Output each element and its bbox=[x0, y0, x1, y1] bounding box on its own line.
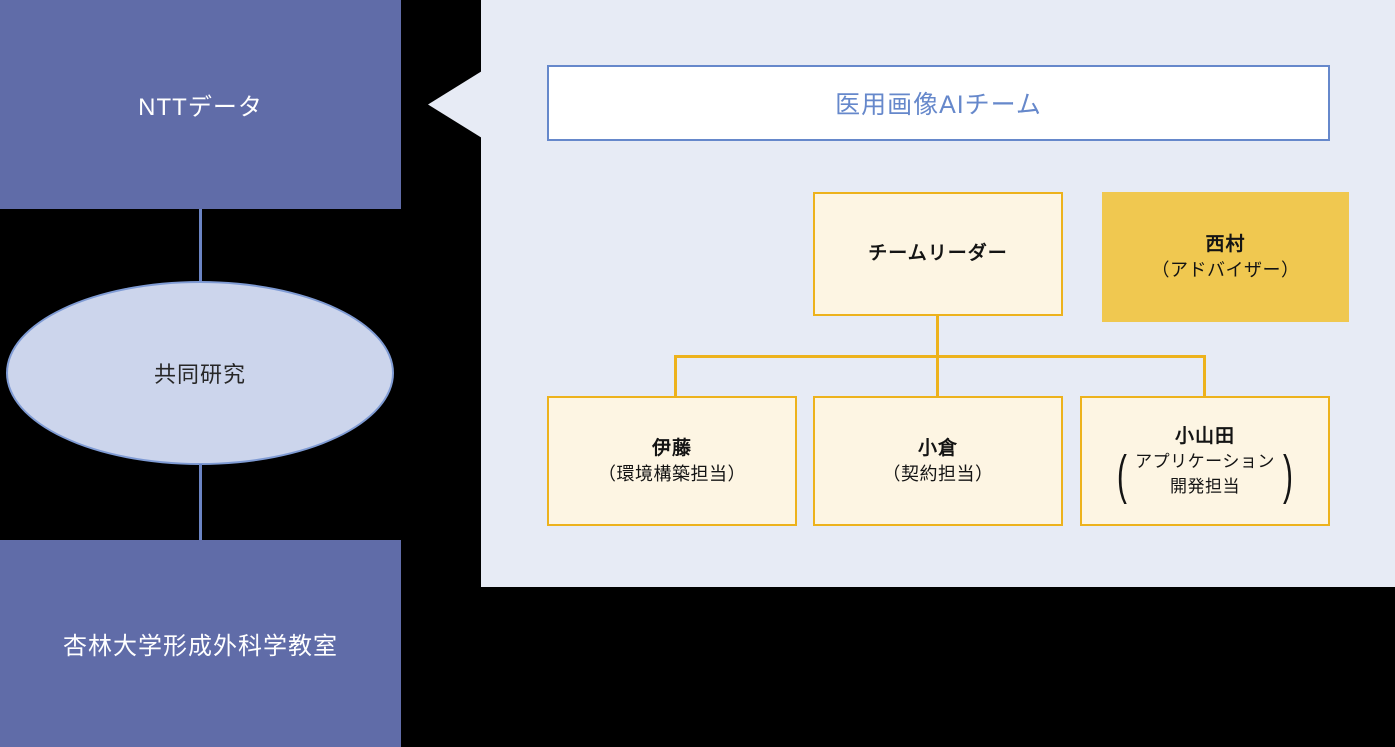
team-title-box[interactable]: 医用画像AIチーム bbox=[547, 65, 1330, 141]
connector-drop-oyamada bbox=[1203, 355, 1206, 397]
node-member-oyamada-name: 小山田 bbox=[1174, 425, 1235, 447]
paren-close-glyph: ) bbox=[1282, 444, 1293, 505]
team-title-label: 医用画像AIチーム bbox=[835, 91, 1042, 119]
role-line-1: アプリケーション bbox=[1135, 452, 1275, 472]
connector-drop-ito bbox=[674, 355, 677, 397]
node-team-leader-name: チームリーダー bbox=[868, 243, 1008, 265]
partnership-column: NTTデータ 共同研究 杏林大学形成外科学教室 bbox=[0, 0, 401, 747]
team-panel: 医用画像AIチーム チームリーダー 西村 （アドバイザー） 伊藤 （環境構築担当… bbox=[481, 0, 1395, 587]
node-member-ito[interactable]: 伊藤 （環境構築担当） bbox=[547, 396, 797, 526]
connector-horizontal-bus bbox=[674, 355, 1206, 358]
org-box-nttdata[interactable]: NTTデータ bbox=[0, 0, 401, 209]
node-member-oyamada-role: ( アプリケーション 開発担当 ) bbox=[1113, 444, 1297, 505]
org-box-kyorin-label: 杏林大学形成外科学教室 bbox=[63, 633, 338, 660]
node-team-leader[interactable]: チームリーダー bbox=[813, 192, 1063, 316]
node-advisor-role: （アドバイザー） bbox=[1151, 260, 1300, 281]
node-advisor-nishimura[interactable]: 西村 （アドバイザー） bbox=[1102, 192, 1349, 322]
collaboration-label: 共同研究 bbox=[153, 362, 246, 387]
org-box-nttdata-label: NTTデータ bbox=[138, 94, 263, 121]
connector-drop-ogura bbox=[936, 355, 939, 397]
node-member-ogura-role: （契約担当） bbox=[882, 464, 994, 485]
node-member-oyamada-role-lines: アプリケーション 開発担当 bbox=[1135, 450, 1275, 499]
paren-open-glyph: ( bbox=[1117, 444, 1128, 505]
org-box-kyorin-university[interactable]: 杏林大学形成外科学教室 bbox=[0, 540, 401, 747]
node-member-oyamada[interactable]: 小山田 ( アプリケーション 開発担当 ) bbox=[1080, 396, 1330, 526]
node-advisor-name: 西村 bbox=[1205, 233, 1246, 255]
node-member-ogura-name: 小倉 bbox=[917, 437, 958, 459]
connector-leader-down bbox=[936, 316, 939, 356]
node-member-ito-role: （環境構築担当） bbox=[598, 464, 746, 485]
panel-pointer-arrow-icon bbox=[428, 71, 482, 138]
role-line-2: 開発担当 bbox=[1169, 476, 1240, 496]
connector-collab-to-kyorin bbox=[199, 464, 202, 541]
node-member-ito-name: 伊藤 bbox=[651, 437, 692, 459]
node-member-ogura[interactable]: 小倉 （契約担当） bbox=[813, 396, 1063, 526]
connector-nttdata-to-collab bbox=[199, 209, 202, 282]
collaboration-ellipse[interactable]: 共同研究 bbox=[6, 281, 394, 465]
